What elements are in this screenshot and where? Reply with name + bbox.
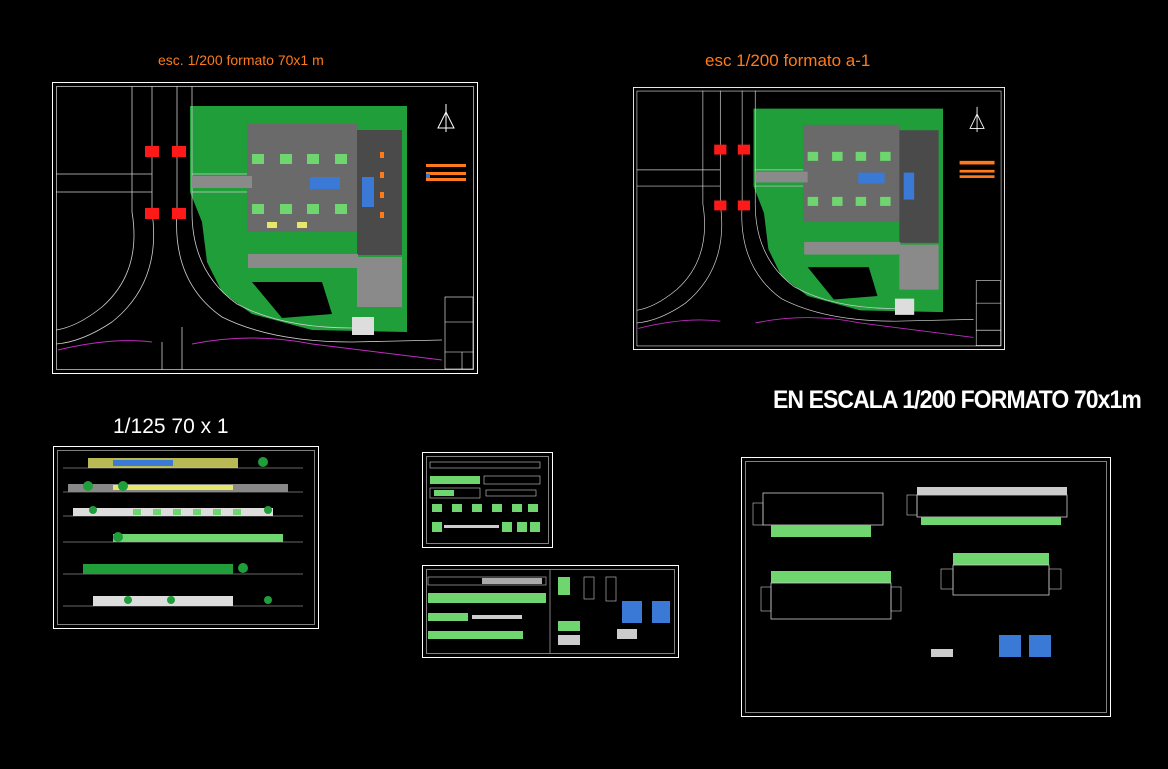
- road-network: [55, 86, 443, 370]
- title-block: [444, 296, 474, 370]
- legend-bars: [959, 160, 995, 178]
- sheet-2-scale-label: esc 1/200 formato a-1: [705, 51, 871, 70]
- section-drawings: [429, 461, 541, 532]
- sheet-1-scale-label: esc. 1/200 formato 70x1 m: [158, 52, 324, 68]
- traffic-markers: [145, 146, 186, 219]
- curb-line: [57, 337, 443, 361]
- sections-sheet[interactable]: [422, 452, 553, 548]
- elevation-drawings: [63, 457, 303, 607]
- title-block: [975, 280, 1001, 346]
- north-arrow-icon: [969, 106, 985, 133]
- site-plan-sheet-2[interactable]: [633, 87, 1005, 350]
- elevations-scale-label: 1/125 70 x 1: [113, 415, 229, 438]
- site-plan-sheet-1[interactable]: [52, 82, 478, 374]
- legend-bars: [426, 164, 466, 181]
- traffic-markers: [714, 144, 751, 211]
- building-plan: [192, 124, 402, 335]
- curb-line: [638, 317, 974, 338]
- detail-drawings: [427, 576, 670, 645]
- plan-drawings: [752, 487, 1068, 657]
- north-arrow-icon: [437, 104, 455, 132]
- building-plan: [755, 124, 939, 315]
- elevations-sheet[interactable]: [53, 446, 319, 629]
- details-sheet[interactable]: [422, 565, 679, 658]
- scale-format-note: EN ESCALA 1/200 FORMATO 70x1m: [773, 386, 1142, 414]
- floor-plans-sheet[interactable]: [741, 457, 1111, 717]
